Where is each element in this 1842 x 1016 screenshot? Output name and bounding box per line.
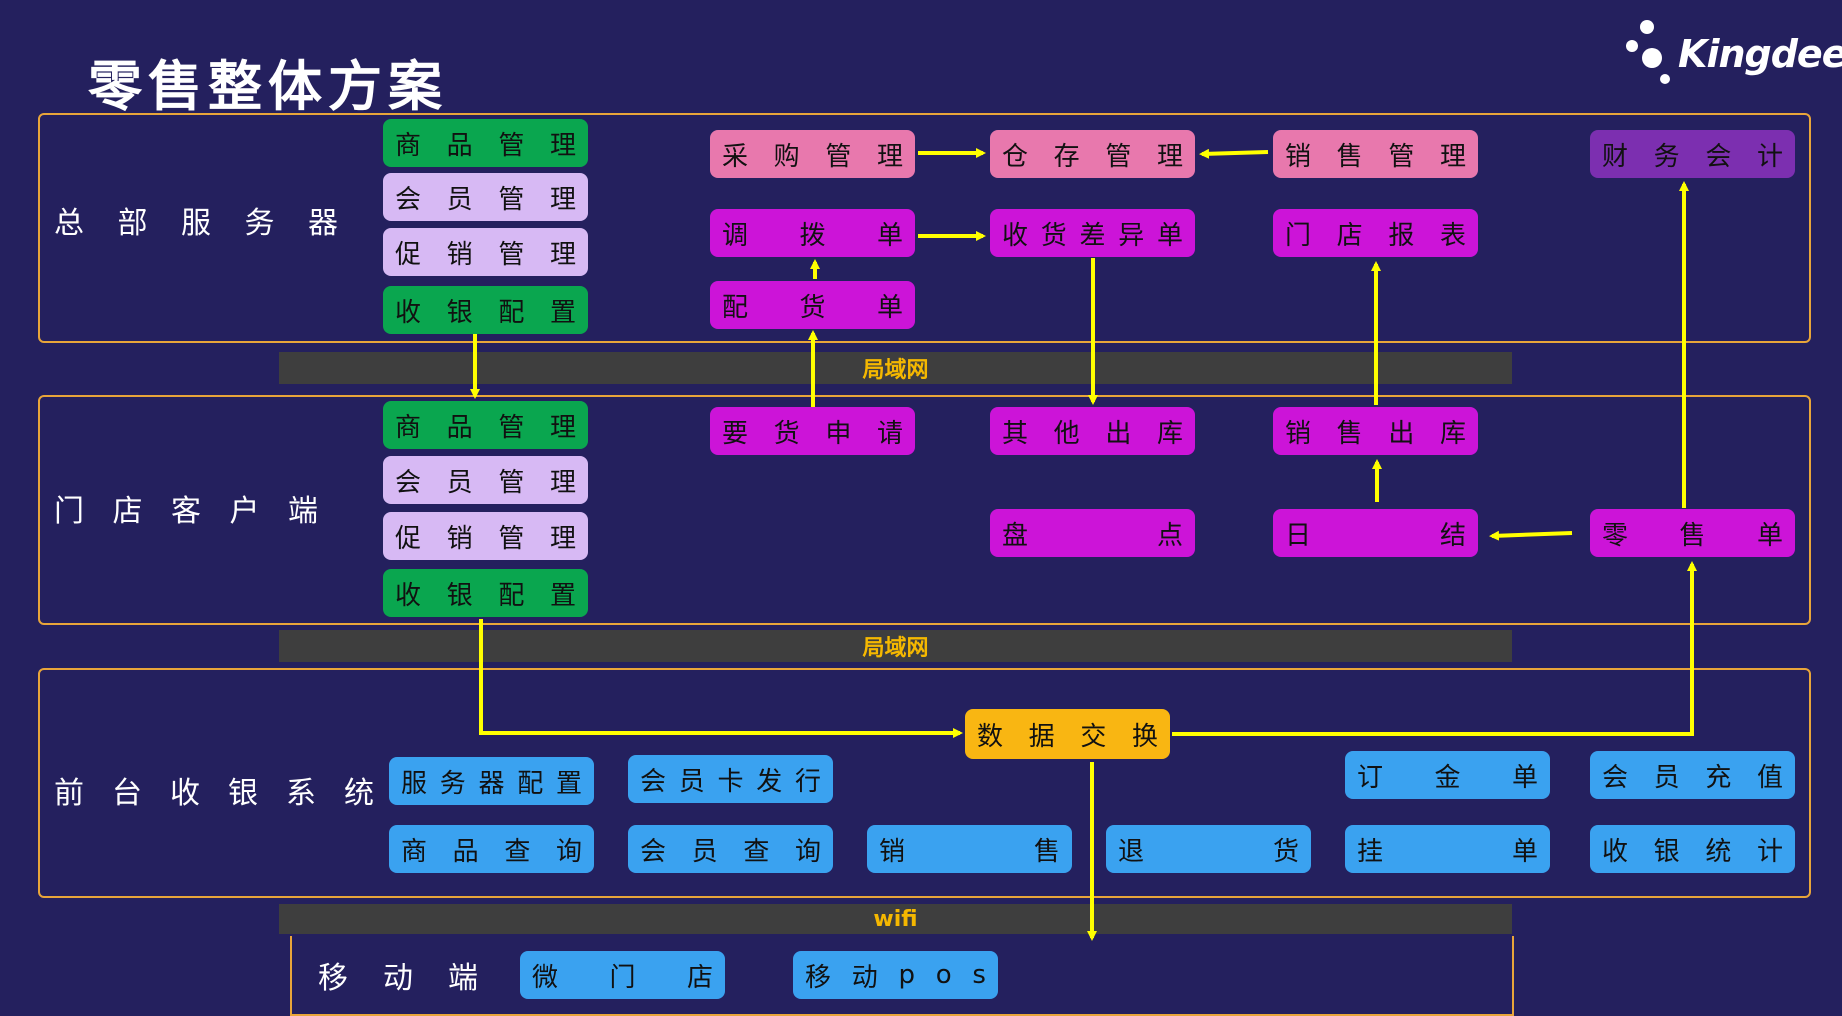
logo-dot-icon bbox=[1642, 48, 1662, 68]
row-label-store: 门店客户端 bbox=[54, 494, 318, 529]
logo-dot-icon bbox=[1660, 74, 1670, 84]
requisition-box: 要货申请 bbox=[710, 407, 915, 455]
hq-member-mgmt-box: 会员管理 bbox=[383, 173, 588, 221]
hq-panel bbox=[38, 113, 1811, 343]
wifi-band: wifi bbox=[279, 904, 1512, 934]
page-title: 零售整体方案 bbox=[88, 54, 448, 118]
retail-order-box: 零售单 bbox=[1590, 509, 1795, 557]
lan-band-2: 局域网 bbox=[279, 630, 1512, 662]
distribution-order-box: 配货单 bbox=[710, 281, 915, 329]
refund-box: 退货 bbox=[1106, 825, 1311, 873]
micro-store-box: 微门店 bbox=[520, 951, 725, 999]
row-label-hq: 总部服务器 bbox=[54, 206, 338, 241]
sales-outbound-box: 销售出库 bbox=[1273, 407, 1478, 455]
transfer-order-box: 调拨单 bbox=[710, 209, 915, 257]
member-query-box: 会员查询 bbox=[628, 825, 833, 873]
member-topup-box: 会员充值 bbox=[1590, 751, 1795, 799]
row-label-pos: 前台收银系统 bbox=[54, 776, 374, 811]
receipt-diff-box: 收货差异单 bbox=[990, 209, 1195, 257]
store-cashier-config-box: 收银配置 bbox=[383, 569, 588, 617]
finance-accounting-box: 财务会计 bbox=[1590, 130, 1795, 178]
deposit-order-box: 订金单 bbox=[1345, 751, 1550, 799]
hq-cashier-config-box: 收银配置 bbox=[383, 286, 588, 334]
data-exchange-box: 数据交换 bbox=[965, 709, 1170, 759]
inventory-mgmt-box: 仓存管理 bbox=[990, 130, 1195, 178]
logo-text: Kingdee bbox=[1678, 32, 1842, 76]
logo-dot-icon bbox=[1640, 20, 1654, 34]
daily-close-box: 日结 bbox=[1273, 509, 1478, 557]
kingdee-logo: Kingdee bbox=[1620, 18, 1842, 90]
stocktake-box: 盘点 bbox=[990, 509, 1195, 557]
cashier-stats-box: 收银统计 bbox=[1590, 825, 1795, 873]
sales-mgmt-box: 销售管理 bbox=[1273, 130, 1478, 178]
server-config-box: 服务器配置 bbox=[389, 757, 594, 805]
store-member-mgmt-box: 会员管理 bbox=[383, 456, 588, 504]
hq-goods-mgmt-box: 商品管理 bbox=[383, 119, 588, 167]
other-outbound-box: 其他出库 bbox=[990, 407, 1195, 455]
lan-band-1: 局域网 bbox=[279, 352, 1512, 384]
sale-box: 销售 bbox=[867, 825, 1072, 873]
purchase-mgmt-box: 采购管理 bbox=[710, 130, 915, 178]
store-report-box: 门店报表 bbox=[1273, 209, 1478, 257]
goods-query-box: 商品查询 bbox=[389, 825, 594, 873]
store-promo-mgmt-box: 促销管理 bbox=[383, 512, 588, 560]
hold-order-box: 挂单 bbox=[1345, 825, 1550, 873]
store-goods-mgmt-box: 商品管理 bbox=[383, 401, 588, 449]
member-card-issue-box: 会员卡发行 bbox=[628, 755, 833, 803]
hq-promo-mgmt-box: 促销管理 bbox=[383, 228, 588, 276]
logo-dot-icon bbox=[1626, 40, 1638, 52]
row-label-mobile: 移动端 bbox=[318, 961, 478, 996]
